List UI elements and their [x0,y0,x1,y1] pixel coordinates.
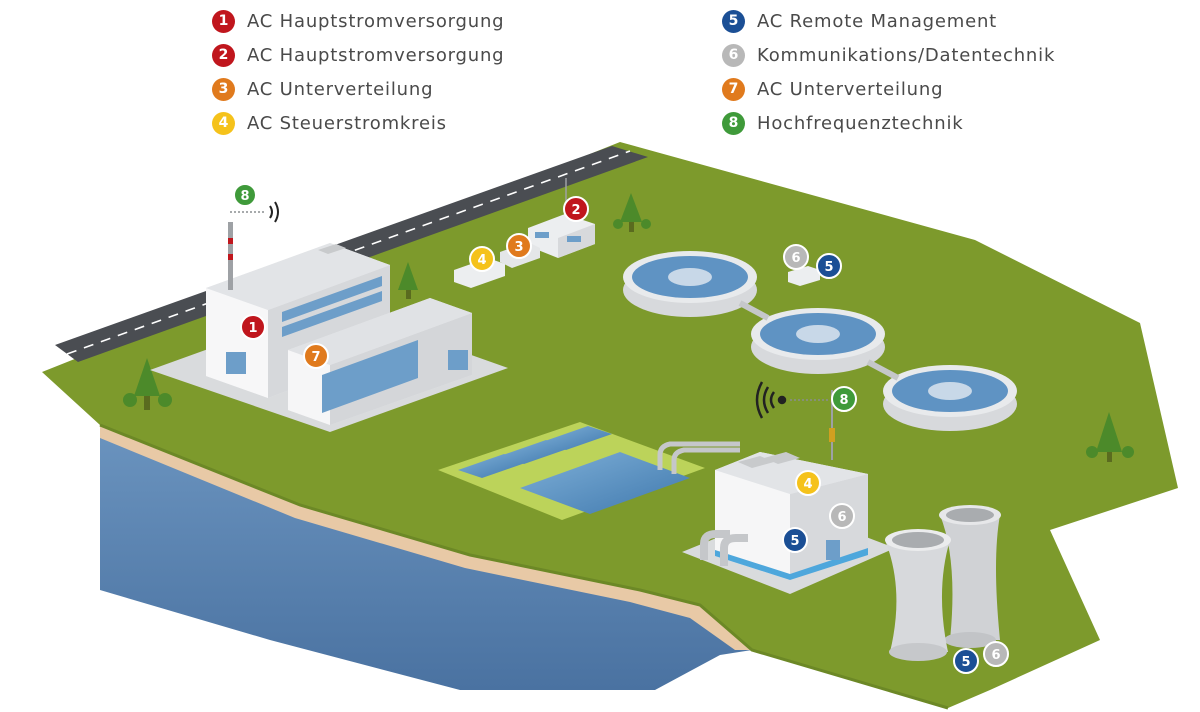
settling-basins [438,422,705,520]
tree-left [123,358,172,410]
legend-item-2: 2 AC Hauptstromversorgung [212,38,504,72]
legend-label-5: AC Remote Management [757,10,998,32]
legend-item-7: 7 AC Unterverteilung [722,72,1055,106]
legend-label-3: AC Unterverteilung [247,78,434,100]
legend-label-4: AC Steuerstromkreis [247,112,447,134]
basin-pipes [657,441,740,474]
marker-8-pump-house: 8 [831,386,857,412]
svg-text:8: 8 [240,189,249,204]
marker-5-towers: 5 [953,648,979,674]
legend-badge-5: 5 [722,9,745,33]
signal-waves-icon [269,201,279,223]
svg-text:5: 5 [961,655,970,670]
legend-item-8: 8 Hochfrequenztechnik [722,106,1055,140]
marker-5-pump-house: 5 [782,527,808,553]
svg-text:1: 1 [248,321,257,336]
legend-badge-4: 4 [212,111,235,135]
marker-4-substation: 4 [469,246,495,272]
legend-badge-8: 8 [722,111,745,135]
tree-right [1086,412,1134,462]
svg-text:6: 6 [991,648,1000,663]
marker-6-pump-house: 6 [829,503,855,529]
cooling-towers [885,505,1001,661]
marker-1-admin: 1 [240,314,266,340]
antenna-mast-admin [228,211,264,290]
legend-badge-7: 7 [722,77,745,101]
tree-admin [398,262,418,299]
legend-label-2: AC Hauptstromversorgung [247,44,505,66]
svg-text:4: 4 [803,477,812,492]
svg-text:8: 8 [839,393,848,408]
svg-text:6: 6 [837,510,846,525]
legend-label-8: Hochfrequenztechnik [757,112,964,134]
legend-badge-3: 3 [212,77,235,101]
legend-item-6: 6 Kommunikations/Datentechnik [722,38,1055,72]
tree-road [613,193,651,232]
svg-text:5: 5 [824,260,833,275]
admin-building [150,243,508,432]
legend-item-3: 3 AC Unterverteilung [212,72,504,106]
clarifier-2 [751,308,885,374]
signal-waves-icon [755,381,787,419]
legend-badge-6: 6 [722,43,745,67]
clarifier-3 [883,365,1017,431]
svg-text:2: 2 [571,203,580,218]
legend-item-5: 5 AC Remote Management [722,4,1055,38]
legend-right-column: 5 AC Remote Management 6 Kommunikations/… [722,4,1055,140]
marker-8-admin: 8 [233,183,257,207]
legend-left-column: 1 AC Hauptstromversorgung 2 AC Hauptstro… [212,4,504,140]
svg-text:4: 4 [477,253,486,268]
marker-3-substation: 3 [506,233,532,259]
clarifier-pipes [738,300,900,381]
marker-6-clarifier: 6 [783,244,809,270]
legend-badge-2: 2 [212,43,235,67]
clarifier-1 [623,251,757,317]
marker-6-towers: 6 [983,641,1009,667]
marker-7-admin: 7 [303,343,329,369]
legend-label-1: AC Hauptstromversorgung [247,10,505,32]
marker-4-pump-house: 4 [795,470,821,496]
legend-label-6: Kommunikations/Datentechnik [757,44,1056,66]
legend-item-1: 1 AC Hauptstromversorgung [212,4,504,38]
svg-text:3: 3 [514,240,523,255]
svg-text:5: 5 [790,534,799,549]
clarifier-box [788,266,820,286]
svg-text:7: 7 [311,350,320,365]
legend-label-7: AC Unterverteilung [757,78,944,100]
marker-5-clarifier: 5 [816,253,842,279]
svg-text:6: 6 [791,251,800,266]
legend-item-4: 4 AC Steuerstromkreis [212,106,504,140]
marker-2-substation: 2 [563,196,589,222]
legend-badge-1: 1 [212,9,235,33]
